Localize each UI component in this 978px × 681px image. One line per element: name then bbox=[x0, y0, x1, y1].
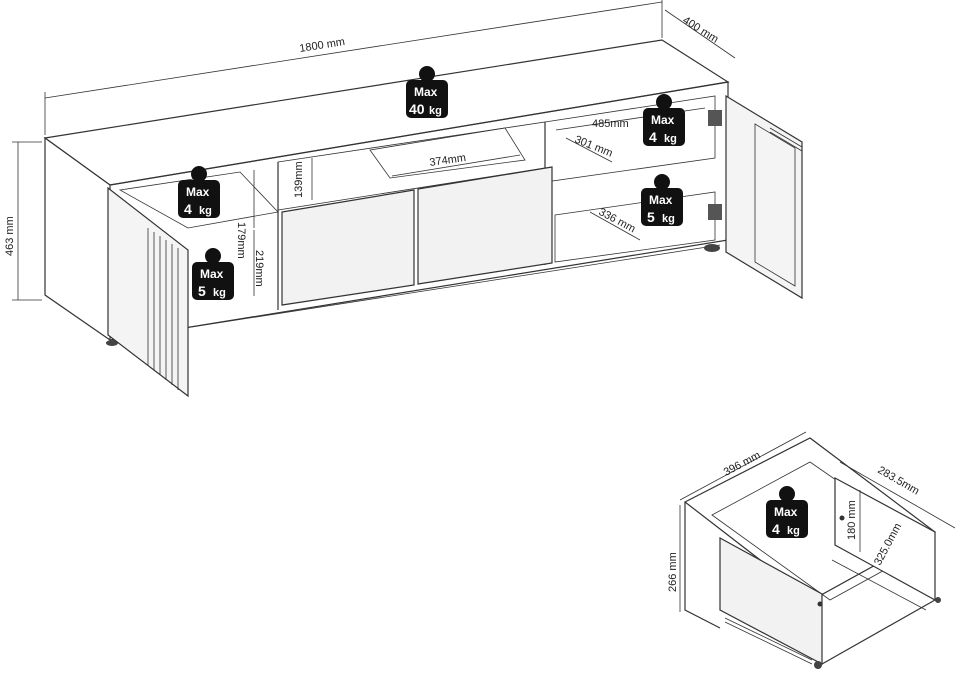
weight-icon bbox=[205, 248, 221, 264]
height-label: 463 mm bbox=[4, 216, 16, 256]
right-door-edge bbox=[769, 127, 803, 152]
weight-icon bbox=[656, 94, 672, 110]
weight-icon bbox=[419, 66, 435, 82]
cabinet-top bbox=[43, 39, 730, 186]
right-lower-depth-label: 336 mm bbox=[597, 206, 638, 235]
width-dim-line bbox=[44, 1, 663, 99]
middle-niche-back bbox=[369, 127, 526, 179]
drawer-left-edge bbox=[684, 502, 721, 629]
drawer-width-line bbox=[391, 154, 521, 177]
right-upper-shelf bbox=[544, 95, 716, 183]
right-shelf-width-label: 485mm bbox=[592, 118, 629, 130]
foot bbox=[106, 340, 118, 346]
svg-text:Max: Max bbox=[649, 193, 673, 207]
svg-text:Max: Max bbox=[651, 113, 675, 127]
tv-unit: 1800 mm 400 mm 463 mm 374mm 485mm 301 mm… bbox=[4, 0, 803, 398]
drawer-bottom-edge bbox=[821, 599, 936, 665]
svg-text:Max: Max bbox=[186, 185, 210, 199]
left-lower-height-label: 219mm bbox=[253, 250, 265, 287]
right-door bbox=[725, 94, 803, 300]
svg-text:kg: kg bbox=[664, 133, 677, 145]
svg-text:5: 5 bbox=[647, 209, 655, 225]
svg-text:Max: Max bbox=[200, 267, 224, 281]
svg-text:Max: Max bbox=[414, 85, 438, 99]
weight-badge-left-upper: Max 4 kg bbox=[178, 166, 220, 218]
svg-text:kg: kg bbox=[213, 287, 226, 299]
foot bbox=[704, 244, 720, 252]
drawer-inner-height-label: 180 mm bbox=[846, 500, 858, 540]
svg-text:kg: kg bbox=[199, 205, 212, 217]
drawer-front-right bbox=[417, 166, 553, 285]
weight-badge-top: Max 40 kg bbox=[406, 66, 448, 118]
svg-text:kg: kg bbox=[429, 105, 442, 117]
hinge-icon bbox=[708, 204, 722, 220]
svg-text:4: 4 bbox=[649, 129, 657, 145]
left-upper-height-label: 179mm bbox=[235, 222, 247, 259]
svg-text:kg: kg bbox=[787, 525, 800, 537]
drawer-height-label: 266 mm bbox=[667, 552, 679, 592]
svg-text:5: 5 bbox=[198, 283, 206, 299]
weight-badge-right-upper: Max 4 kg bbox=[643, 94, 685, 146]
weight-icon bbox=[779, 486, 795, 502]
cabinet-bottom-line bbox=[184, 244, 721, 329]
weight-icon bbox=[654, 174, 670, 190]
mid-open-height-label: 139mm bbox=[293, 161, 305, 198]
svg-text:4: 4 bbox=[772, 521, 780, 537]
right-door-panel bbox=[754, 123, 796, 287]
hinge-icon bbox=[708, 110, 722, 126]
weight-badge-drawer: Max 4 kg bbox=[766, 486, 808, 538]
right-upper-depth-label: 301 mm bbox=[573, 134, 614, 160]
drawer-detail: 396 mm 283.5mm 266 mm 180 mm 325.0mm bbox=[667, 431, 956, 669]
door-slats bbox=[147, 228, 179, 390]
weight-icon bbox=[191, 166, 207, 182]
svg-text:kg: kg bbox=[662, 213, 675, 225]
svg-text:Max: Max bbox=[774, 505, 798, 519]
drawer-front-left bbox=[281, 189, 415, 306]
weight-badge-right-lower: Max 5 kg bbox=[641, 174, 683, 226]
svg-text:4: 4 bbox=[184, 201, 192, 217]
svg-text:40: 40 bbox=[409, 101, 425, 117]
drawer-front-width-label: 374mm bbox=[429, 152, 467, 169]
weight-badge-left-lower: Max 5 kg bbox=[192, 248, 234, 300]
depth-dim-line bbox=[664, 9, 736, 59]
depth-label: 400 mm bbox=[680, 14, 720, 45]
